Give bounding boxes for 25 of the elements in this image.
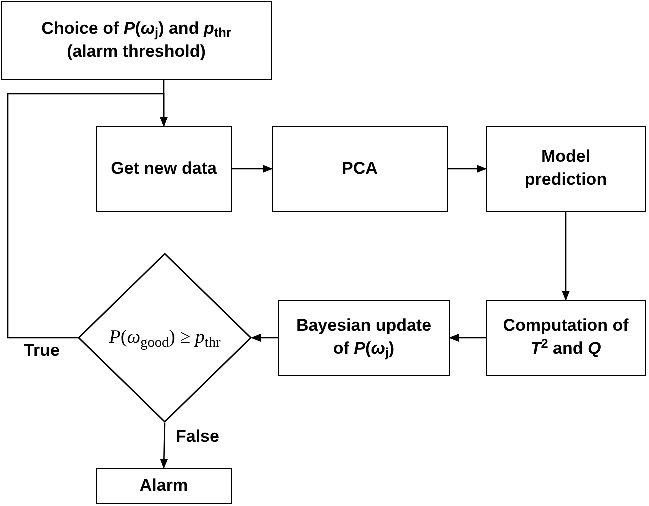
process-box <box>96 126 232 212</box>
arrow <box>448 165 487 173</box>
arrow <box>160 422 168 469</box>
arrow <box>7 93 168 339</box>
step-label: Bayesian update of P(ω$_{j}$) <box>295 315 433 361</box>
decision-diamond <box>78 253 252 423</box>
process-box <box>272 126 448 212</box>
condition-text: P(ω$_{good}$) ≥ p$_{thr}$ <box>108 326 222 351</box>
process-box <box>96 468 232 504</box>
arrow <box>232 165 273 173</box>
step-label: Get new data <box>110 158 218 180</box>
edge-label: True <box>22 342 62 359</box>
arrow <box>562 212 570 301</box>
step-label: Alarm <box>138 474 190 497</box>
process-box <box>278 300 450 376</box>
step-label: Model prediction <box>524 146 608 191</box>
process-box <box>486 300 646 376</box>
process-box <box>486 126 646 212</box>
edge-label: False <box>174 428 222 445</box>
process-box <box>1 1 272 80</box>
step-label: Computation of T$^{2}$ and Q <box>502 315 630 360</box>
arrow <box>251 334 278 342</box>
arrow <box>449 334 486 342</box>
step-label: PCA <box>341 158 379 180</box>
step-label: Choice of P(ω$_{j}$) and p$_{thr}$ (alarm threshold) <box>40 18 232 62</box>
